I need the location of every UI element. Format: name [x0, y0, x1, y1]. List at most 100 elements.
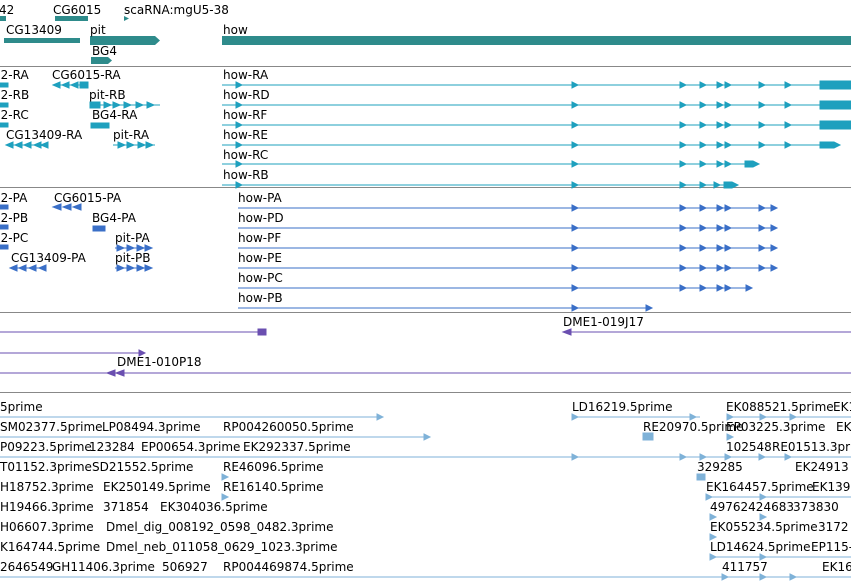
est-label[interactable]: H06607.3prime [0, 520, 94, 534]
est-label[interactable]: H18752.3prime [0, 480, 94, 494]
clone-track: DME1-019J17 DME1-010P18 [0, 315, 851, 377]
est-label[interactable]: EK055234.5prime [710, 520, 818, 534]
transcript-label[interactable]: 42-RA [0, 68, 29, 82]
protein-label[interactable]: 42-PB [0, 211, 29, 225]
est-label[interactable]: LD14624.5prime [710, 540, 811, 554]
est-label[interactable]: RE20970.5prime [643, 420, 744, 434]
protein-label[interactable]: BG4-PA [92, 211, 136, 225]
transcript-label[interactable]: CG13409-RA [6, 128, 83, 142]
est-label[interactable]: EK16 [822, 560, 851, 574]
gene-glyph-pit[interactable] [90, 36, 160, 45]
est-label[interactable]: EK304036.5prime [160, 500, 268, 514]
est-label[interactable]: RE46096.5prime [223, 460, 324, 474]
gene-glyph-scarna[interactable] [124, 16, 129, 21]
transcript-label[interactable]: how-RD [223, 88, 270, 102]
protein-label[interactable]: how-PC [238, 271, 283, 285]
clone-label[interactable]: DME1-019J17 [563, 315, 644, 329]
transcript-label[interactable]: how-RB [223, 168, 269, 182]
est-label[interactable]: 2646549 [0, 560, 54, 574]
track-separator [0, 312, 851, 313]
est-label[interactable]: EK292337.5prime [243, 440, 351, 454]
gene-label-cg13409[interactable]: CG13409 [6, 23, 62, 37]
est-label[interactable]: EK250149.5prime [103, 480, 211, 494]
protein-label[interactable]: CG6015-PA [54, 191, 122, 205]
est-label[interactable]: 329285 [697, 460, 743, 474]
gene-track: 42 CG6015 scaRNA:mgU5-38 CG13409 pit how… [0, 0, 851, 66]
gene-glyph-cg6015[interactable] [55, 16, 88, 21]
gene-glyph-cg13409[interactable] [4, 38, 80, 43]
est-label[interactable]: 102548 [726, 440, 772, 454]
transcript-label[interactable]: how-RA [223, 68, 269, 82]
est-label[interactable]: 49762424683 [710, 500, 794, 514]
gene-glyph-bg4[interactable] [91, 57, 112, 64]
est-label[interactable]: EK088521.5prime [726, 400, 834, 414]
est-label[interactable]: EK24913 [795, 460, 849, 474]
gene-label-how[interactable]: how [223, 23, 248, 37]
est-label[interactable]: Dmel_neb_011058_0629_1023.3prime [106, 540, 338, 554]
est-label[interactable]: RP004260050.5prime [223, 420, 354, 434]
est-label[interactable]: 371854 [103, 500, 149, 514]
transcript-track: 42-RA CG6015-RA how-RA 42-RB pit-RB how-… [0, 0, 851, 189]
gene-label-cg6015[interactable]: CG6015 [53, 3, 102, 17]
est-label[interactable]: 506927 [162, 560, 208, 574]
transcript-label[interactable]: 42-RC [0, 108, 29, 122]
est-label[interactable]: SM02377.5prime [0, 420, 103, 434]
track-separator [0, 392, 851, 393]
protein-track-glyphs [0, 203, 779, 312]
est-label[interactable]: EK [836, 420, 851, 434]
protein-label[interactable]: 42-PC [0, 231, 29, 245]
protein-label[interactable]: pit-PB [115, 251, 151, 265]
transcript-label[interactable]: pit-RB [89, 88, 126, 102]
protein-label[interactable]: how-PA [238, 191, 282, 205]
est-label[interactable]: EK1 [833, 400, 851, 414]
transcript-label[interactable]: how-RC [223, 148, 269, 162]
gene-glyph-how[interactable] [222, 36, 851, 45]
est-label[interactable]: 5prime [0, 400, 43, 414]
est-label[interactable]: RE16140.5prime [223, 480, 324, 494]
gene-label-42[interactable]: 42 [0, 3, 15, 17]
transcript-label[interactable]: 42-RB [0, 88, 30, 102]
est-label[interactable]: EP115- [811, 540, 851, 554]
transcript-label[interactable]: pit-RA [113, 128, 150, 142]
est-label[interactable]: K164744.5prime [0, 540, 101, 554]
est-label[interactable]: 3172 [818, 520, 849, 534]
transcript-label[interactable]: how-RE [223, 128, 269, 142]
gene-label-pit[interactable]: pit [90, 23, 106, 37]
est-label[interactable]: EK164457.5prime [706, 480, 814, 494]
protein-label[interactable]: CG13409-PA [11, 251, 86, 265]
protein-label[interactable]: how-PF [238, 231, 282, 245]
protein-label[interactable]: how-PD [238, 211, 284, 225]
protein-track: 42-PA CG6015-PA how-PA 42-PB BG4-PA how-… [0, 191, 779, 312]
gene-glyph-42[interactable] [0, 16, 6, 21]
protein-label[interactable]: pit-PA [115, 231, 150, 245]
est-label[interactable]: EP00654.3prime [141, 440, 241, 454]
transcript-label[interactable]: how-RF [223, 108, 268, 122]
est-label[interactable]: SD21552.5prime [92, 460, 194, 474]
est-label[interactable]: H19466.3prime [0, 500, 94, 514]
est-label[interactable]: GH11406.3prime [52, 560, 155, 574]
est-label[interactable]: 123284 [89, 440, 135, 454]
est-label[interactable]: RP004469874.5prime [223, 560, 354, 574]
est-label[interactable]: 373830 [793, 500, 839, 514]
transcript-label[interactable]: CG6015-RA [52, 68, 121, 82]
est-label[interactable]: EK139 [812, 480, 851, 494]
protein-label[interactable]: how-PB [238, 291, 283, 305]
est-label[interactable]: T01152.3prime [0, 460, 92, 474]
est-label[interactable]: 411757 [722, 560, 768, 574]
track-separator [0, 187, 851, 188]
clone-label[interactable]: DME1-010P18 [117, 355, 202, 369]
transcript-label[interactable]: BG4-RA [92, 108, 138, 122]
gene-label-scarna[interactable]: scaRNA:mgU5-38 [124, 3, 229, 17]
protein-label[interactable]: how-PE [238, 251, 282, 265]
est-label[interactable]: LD16219.5prime [572, 400, 673, 414]
est-label[interactable]: RE01513.3prime [772, 440, 851, 454]
est-label[interactable]: LP08494.3prime [102, 420, 201, 434]
gene-label-bg4[interactable]: BG4 [92, 44, 117, 58]
est-label[interactable]: P09223.5prime [0, 440, 92, 454]
est-label[interactable]: EP03225.3prime [726, 420, 826, 434]
protein-label[interactable]: 42-PA [0, 191, 28, 205]
est-label[interactable]: Dmel_dig_008192_0598_0482.3prime [106, 520, 334, 534]
